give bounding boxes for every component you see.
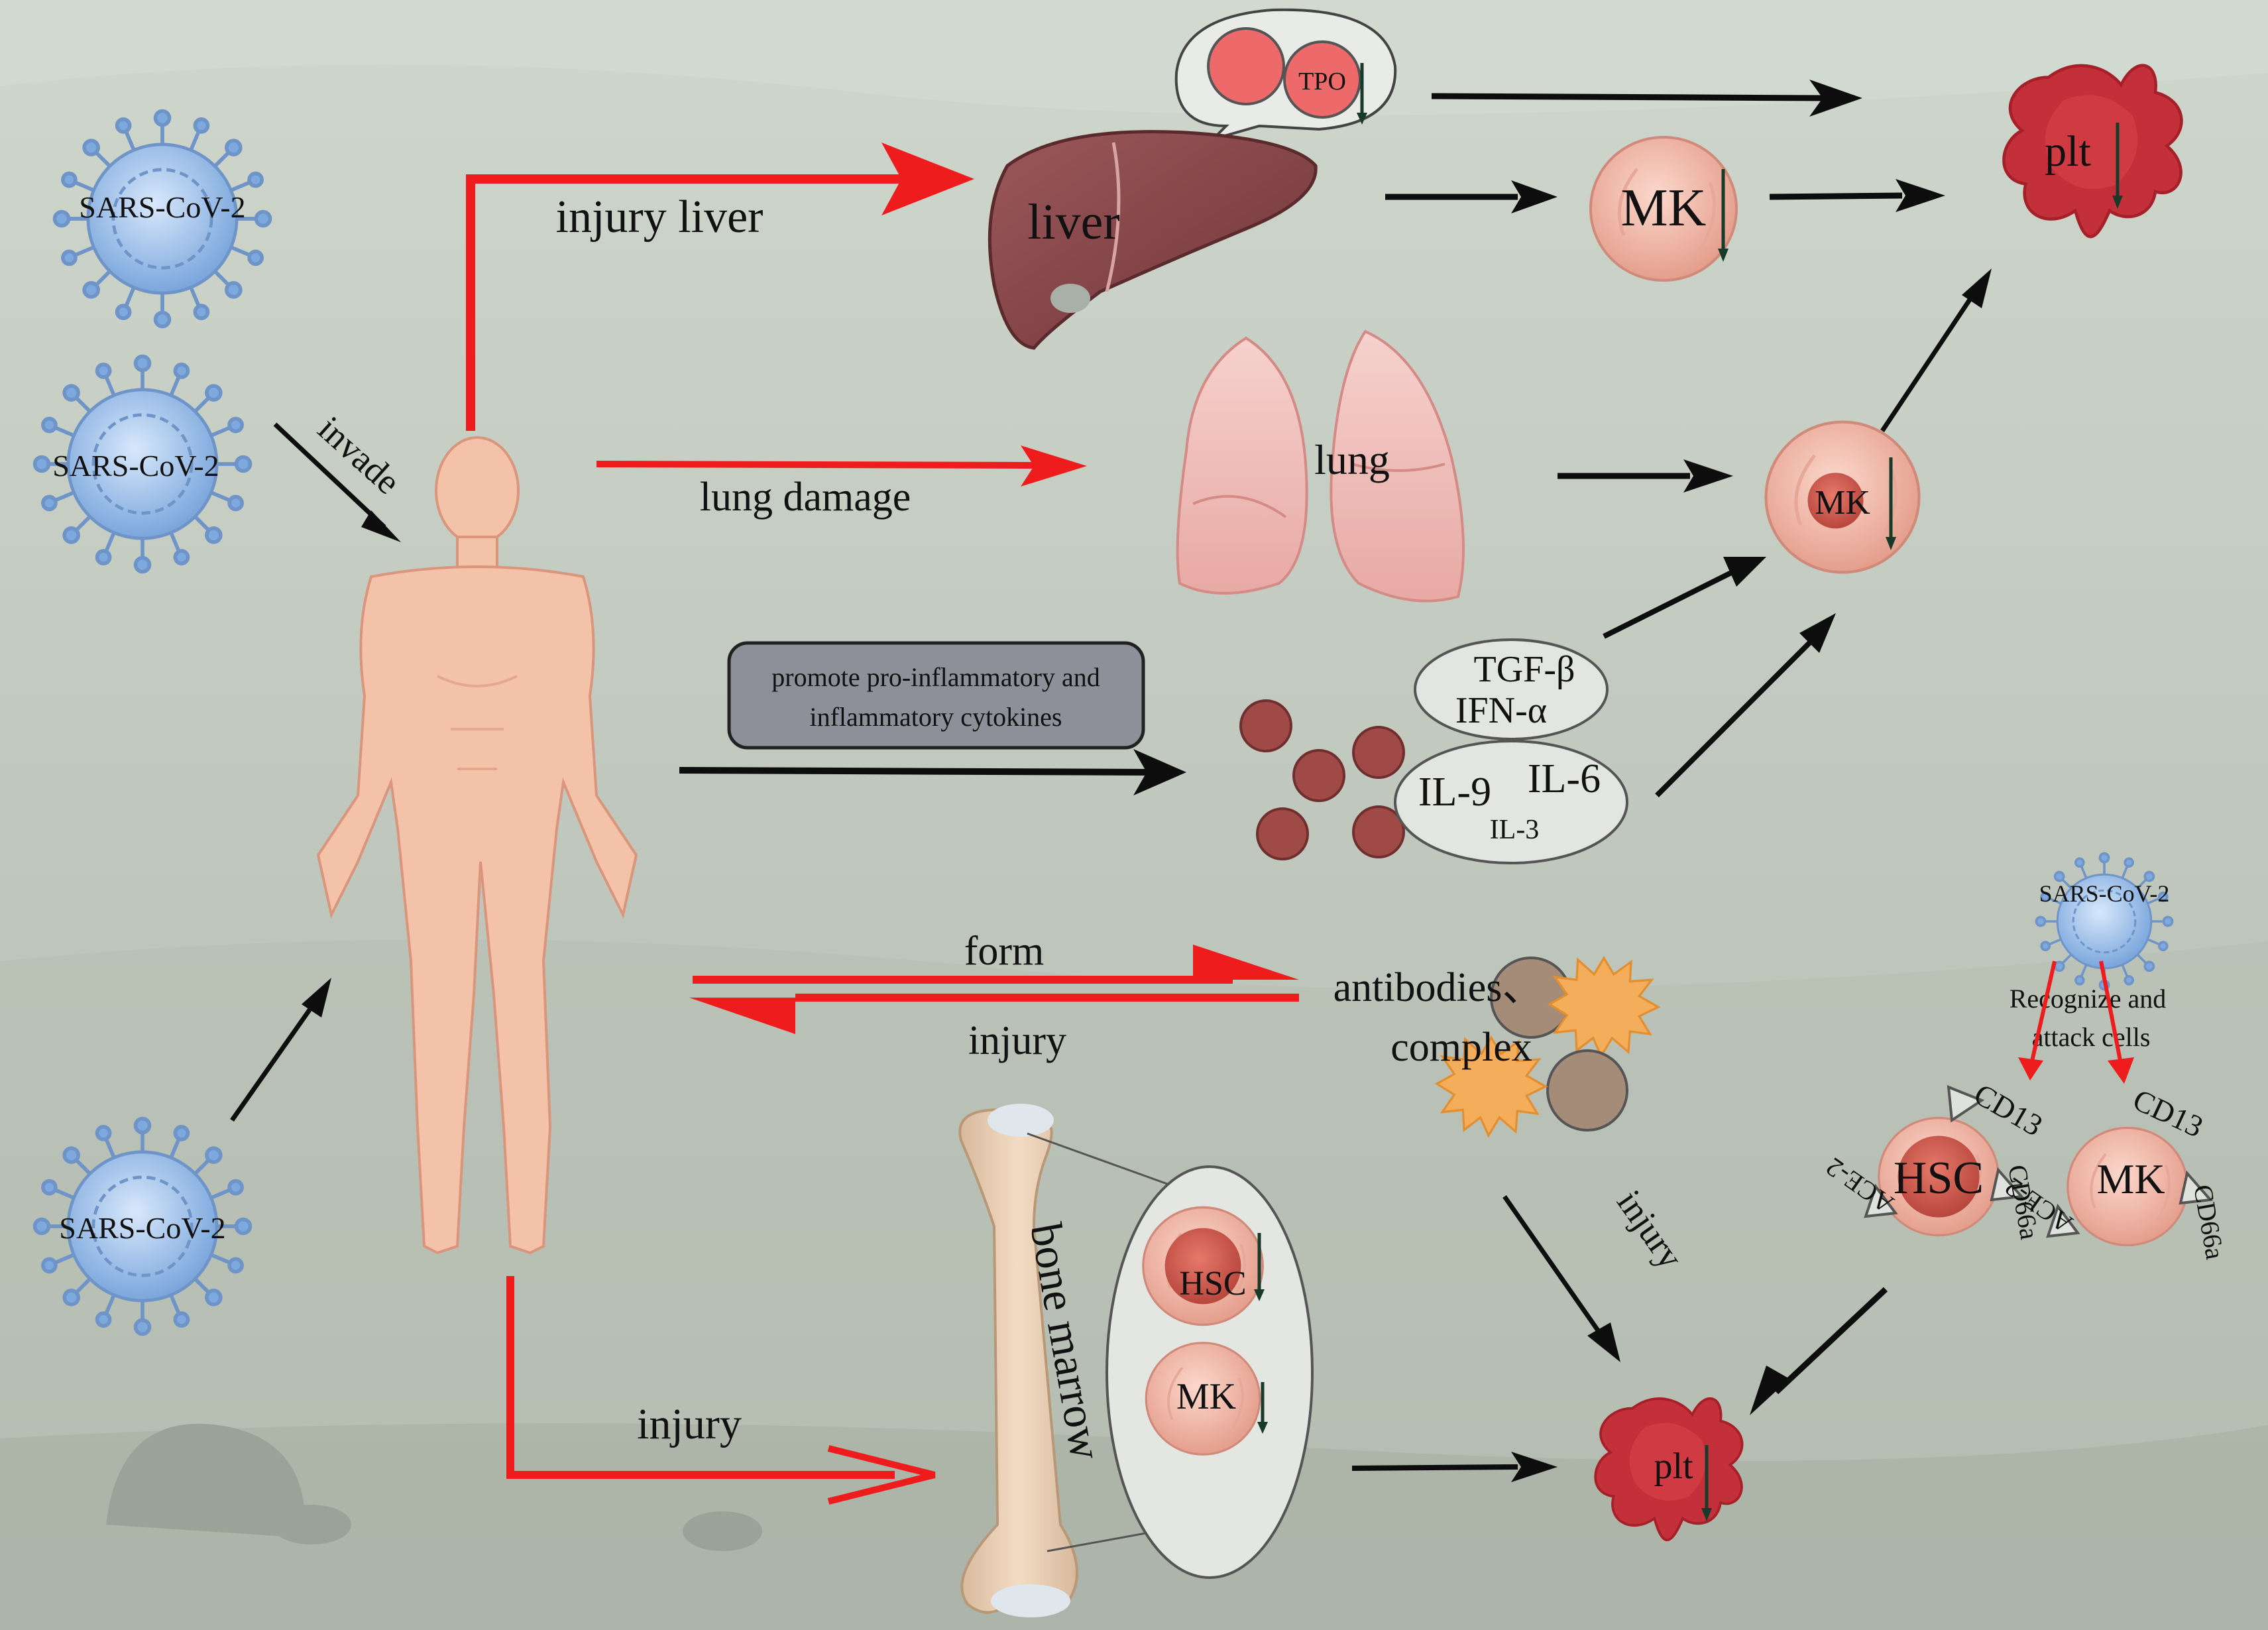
arrow-mk-to-plt-top xyxy=(1769,179,1945,212)
label-hsc-right: HSC xyxy=(1894,1153,1984,1204)
arrow-injury-back xyxy=(689,994,1299,1034)
arrow-bone-to-plt xyxy=(1351,1452,1558,1482)
arrow-il-to-mk xyxy=(1655,613,1836,797)
arrow-complex-injury xyxy=(1503,1194,1620,1362)
arrow-mk-to-plt-up xyxy=(1880,268,1992,432)
cytokine-dots-icon xyxy=(1239,699,1405,860)
label-mk-right: MK xyxy=(2096,1155,2165,1202)
decrease-arrow-icon xyxy=(1718,249,1729,262)
decrease-arrow-icon xyxy=(1886,537,1896,550)
arrow-virus-to-hsc xyxy=(2018,961,2057,1080)
label-plt-bottom: plt xyxy=(1654,1446,1693,1487)
hsc-cell-right-icon xyxy=(1879,1118,1998,1235)
virus-label: SARS-CoV-2 xyxy=(59,1211,225,1245)
arrow-invade xyxy=(273,422,401,542)
label-plt-top: plt xyxy=(2045,127,2091,176)
background-rock xyxy=(106,1423,306,1538)
label-attack: attack cells xyxy=(2032,1022,2151,1052)
background-wave xyxy=(0,0,2268,115)
cytokine-ellipse-bottom xyxy=(1394,740,1628,864)
label-il6: IL-6 xyxy=(1528,756,1601,801)
decrease-arrow-icon xyxy=(1254,1289,1265,1301)
label-ifn: IFN-α xyxy=(1455,690,1547,731)
virus-label: SARS-CoV-2 xyxy=(52,449,219,483)
cytokine-ellipse-top xyxy=(1414,638,1609,740)
arrow-virus-to-body xyxy=(230,978,331,1122)
arrow-form xyxy=(693,945,1299,984)
label-antibodies: antibodies、 xyxy=(1333,965,1544,1010)
label-il9: IL-9 xyxy=(1418,770,1491,815)
label-complex: complex xyxy=(1390,1025,1532,1070)
decrease-arrow-icon xyxy=(1701,1508,1712,1521)
label-injury-liver: injury liver xyxy=(556,192,764,243)
speech-bubble xyxy=(1174,8,1397,143)
hsc-cell-bone-icon xyxy=(1143,1207,1263,1324)
zoom-line xyxy=(1027,1132,1194,1194)
label-hsc-bone: HSC xyxy=(1179,1265,1246,1303)
label-il3: IL-3 xyxy=(1490,815,1540,845)
arrow-tgf-to-mk xyxy=(1603,557,1766,639)
virus-label: SARS-CoV-2 xyxy=(2039,880,2170,907)
arrow-hsc-to-plt xyxy=(1750,1287,1888,1415)
cytokine-box-line: promote pro-inflammatory and xyxy=(771,662,1100,692)
virus-label: SARS-CoV-2 xyxy=(79,190,245,224)
arrow-injury-bone xyxy=(506,1276,936,1505)
background-rock xyxy=(683,1511,762,1551)
arrow-tpo-to-plt xyxy=(1431,80,1862,117)
arrow-cytokines xyxy=(679,749,1186,795)
decrease-arrow-icon xyxy=(1257,1422,1268,1434)
label-mk-lung: MK xyxy=(1815,484,1870,522)
cytokine-box xyxy=(727,641,1145,750)
label-mk-liver: MK xyxy=(1621,179,1707,237)
antibody-circle xyxy=(1546,1049,1628,1132)
label-recognize: Recognize and xyxy=(2010,984,2167,1014)
arrow-liver-to-mk xyxy=(1385,180,1558,213)
background-rock xyxy=(272,1505,351,1544)
label-liver: liver xyxy=(1027,194,1119,250)
arrow-lung-damage xyxy=(596,445,1087,487)
human-body-icon xyxy=(316,436,638,1255)
receptor-triangles-icon xyxy=(2046,1170,2214,1238)
label-lung: lung xyxy=(1314,436,1390,483)
liver-icon xyxy=(988,130,1318,350)
label-lung-damage: lung damage xyxy=(700,475,911,520)
label-tgf: TGF-β xyxy=(1474,649,1575,690)
arrow-lung-to-mk xyxy=(1558,459,1733,493)
cytokine-box-line: inflammatory cytokines xyxy=(809,702,1062,732)
label-injury-bone: injury xyxy=(637,1400,742,1448)
label-injury-form: injury xyxy=(968,1018,1066,1063)
arrow-injury-liver xyxy=(466,143,974,431)
bone-icon xyxy=(958,1104,1078,1617)
label-mk-bone: MK xyxy=(1176,1376,1236,1417)
label-tpo: TPO xyxy=(1298,68,1346,95)
arrow-virus-to-mk xyxy=(2099,961,2134,1084)
label-form: form xyxy=(964,929,1045,974)
decrease-arrow-icon xyxy=(1357,113,1367,125)
mk-cell-lung-icon xyxy=(1766,422,1919,573)
receptor-triangles-icon xyxy=(1864,1084,2025,1218)
decrease-arrow-icon xyxy=(2112,196,2123,209)
lung-icon xyxy=(1176,329,1465,603)
